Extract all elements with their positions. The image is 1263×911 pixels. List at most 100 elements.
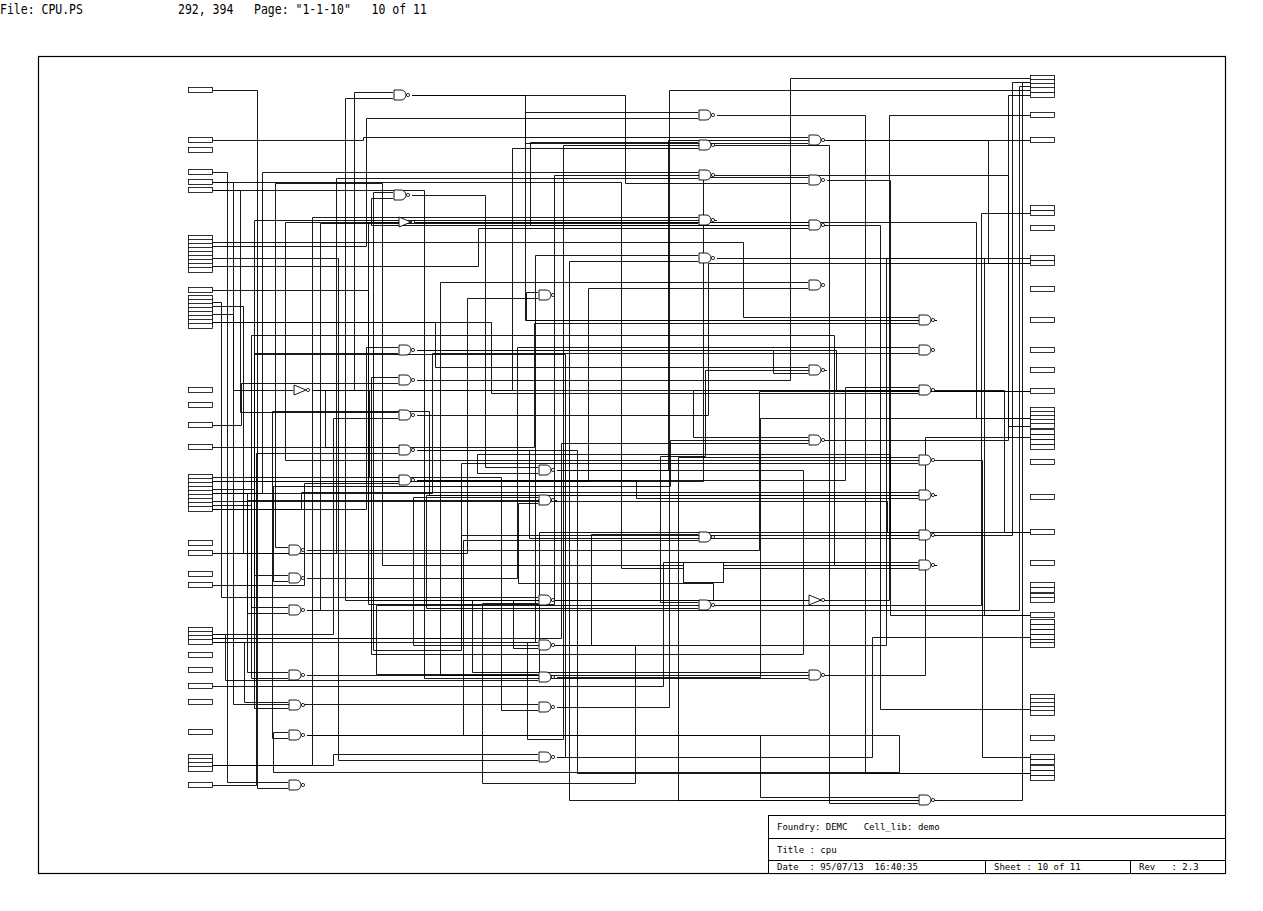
gates	[289, 90, 935, 805]
wire	[212, 444, 808, 639]
inversion-bubble	[551, 293, 554, 296]
output-port	[1031, 318, 1055, 323]
wire	[212, 259, 538, 761]
output-port	[1031, 583, 1055, 588]
wire	[307, 533, 1030, 676]
wire	[273, 412, 938, 739]
wiring	[212, 79, 1030, 804]
and-gate	[699, 532, 711, 542]
and-gate	[399, 410, 411, 420]
wire	[478, 455, 938, 536]
title-block-text: Foundry: DEMC Cell_lib: demo	[769, 822, 940, 832]
and-gate	[289, 605, 301, 615]
and-gate	[289, 545, 301, 555]
wire	[212, 502, 918, 533]
wire	[212, 324, 918, 448]
wire	[937, 461, 1030, 758]
wire	[212, 191, 808, 679]
inversion-bubble	[931, 493, 934, 496]
wire	[514, 601, 558, 649]
output-port	[1031, 736, 1055, 741]
output-port	[1031, 620, 1055, 625]
inversion-bubble	[551, 598, 554, 601]
inversion-bubble	[301, 548, 304, 551]
and-gate	[289, 573, 301, 583]
wire	[307, 541, 698, 736]
wire	[519, 504, 828, 601]
and-gate	[289, 730, 301, 740]
inversion-bubble	[411, 478, 414, 481]
input-port	[189, 668, 213, 673]
wire	[827, 96, 1030, 441]
wire	[412, 96, 808, 184]
wire	[937, 83, 1030, 801]
wire	[412, 96, 808, 144]
output-port	[1031, 256, 1055, 261]
and-gate	[699, 600, 711, 610]
wire	[248, 501, 558, 673]
and-gate	[919, 455, 931, 465]
sheet-frame	[39, 57, 1226, 874]
wire	[557, 259, 1030, 646]
input-port	[189, 288, 213, 293]
wire	[307, 736, 918, 798]
inversion-bubble	[711, 173, 714, 176]
input-port	[189, 700, 213, 705]
and-gate	[699, 140, 711, 150]
output-port	[1031, 424, 1055, 429]
wire	[212, 218, 698, 766]
output-port	[1031, 348, 1055, 353]
wire	[212, 464, 918, 639]
output-port	[1031, 368, 1055, 373]
and-gate	[539, 702, 551, 712]
wire	[557, 91, 1030, 708]
output-port	[1031, 440, 1055, 445]
wire	[531, 143, 828, 226]
inversion-bubble	[301, 783, 304, 786]
inversion-bubble	[301, 673, 304, 676]
inversion-bubble	[931, 563, 934, 566]
wire	[377, 606, 718, 675]
output-port	[1031, 211, 1055, 216]
wire	[212, 191, 398, 413]
output-port	[1031, 643, 1055, 648]
inversion-bubble	[821, 178, 824, 181]
input-port	[189, 445, 213, 450]
inversion-bubble	[406, 93, 409, 96]
wire	[212, 299, 538, 554]
inversion-bubble	[711, 113, 714, 116]
inversion-bubble	[711, 256, 714, 259]
output-port	[1031, 630, 1055, 635]
output-port	[1031, 598, 1055, 603]
wire	[417, 388, 918, 481]
wire	[212, 484, 398, 586]
inversion-bubble	[931, 318, 934, 321]
output-port	[1031, 389, 1055, 394]
output-port	[1031, 93, 1055, 98]
wire	[557, 535, 698, 646]
input-port	[189, 388, 213, 393]
wire	[417, 451, 1030, 774]
inversion-bubble	[711, 535, 714, 538]
output-port	[1031, 561, 1055, 566]
and-gate	[399, 375, 411, 385]
input-port	[189, 403, 213, 408]
wire	[312, 391, 398, 448]
output-port	[1031, 755, 1055, 760]
inversion-bubble	[411, 378, 414, 381]
wire	[307, 392, 1030, 551]
buffer-gate	[294, 385, 306, 395]
inversion-bubble	[411, 220, 414, 223]
wire	[307, 87, 1030, 611]
inversion-bubble	[821, 368, 824, 371]
input-port	[189, 188, 213, 193]
wire	[212, 384, 398, 426]
wire	[717, 116, 1030, 774]
title-block-text: Date : 95/07/13 16:40:35	[769, 862, 918, 872]
port-pins	[189, 76, 1055, 788]
output-port	[1031, 430, 1055, 435]
wire	[417, 351, 1030, 392]
output-port	[1031, 771, 1055, 776]
